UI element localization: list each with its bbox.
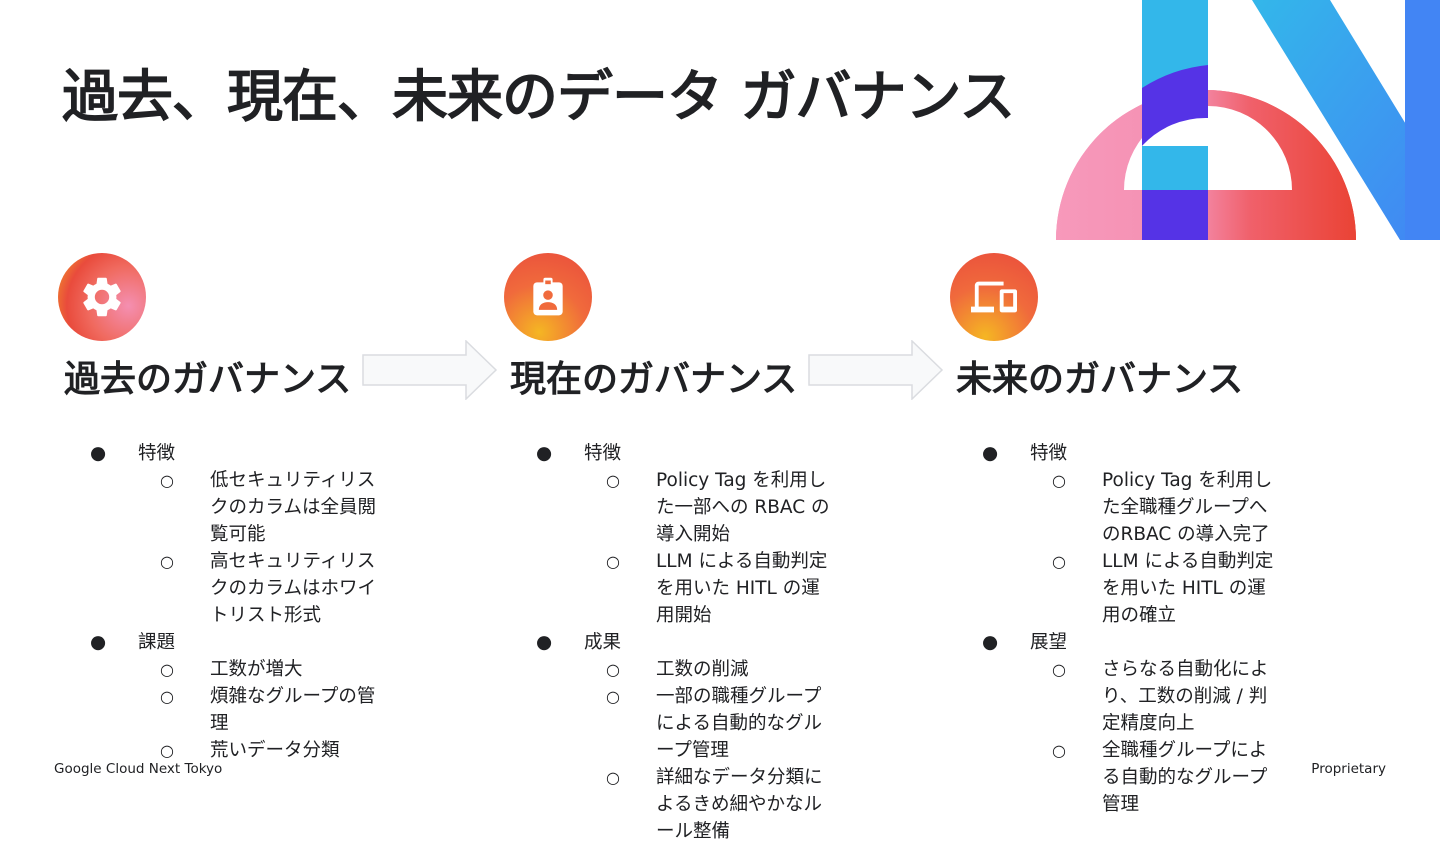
list-item: ○さらなる自動化により、工数の削減 / 判定精度向上: [952, 656, 1282, 737]
list-item: ○LLM による自動判定を用いた HITL の運用の確立: [952, 548, 1282, 629]
bullet-icon: ○: [160, 660, 174, 679]
bullet-icon: ●: [536, 632, 553, 653]
past-icon-circle: [58, 253, 146, 341]
bullet-icon: ○: [606, 660, 620, 679]
footer-event-name: Google Cloud Next Tokyo: [54, 761, 223, 777]
bullet-icon: ●: [536, 443, 553, 464]
list-item: ●特徴: [60, 440, 390, 467]
list-item: ○荒いデータ分類: [60, 737, 390, 764]
list-item: ○工数の削減: [506, 656, 836, 683]
list-item: ○全職種グループによる自動的なグループ管理: [952, 737, 1282, 818]
bullet-icon: ○: [1052, 741, 1066, 760]
arrow-right-icon: [808, 340, 944, 400]
list-item: ○LLM による自動判定を用いた HITL の運用開始: [506, 548, 836, 629]
present-governance-heading: 現在のガバナンス: [510, 359, 798, 400]
gear-icon: [83, 277, 121, 317]
bullet-icon: ○: [606, 552, 620, 571]
bullet-icon: ○: [160, 471, 174, 490]
bullet-icon: ○: [1052, 471, 1066, 490]
bullet-icon: ●: [982, 443, 999, 464]
list-item: ○一部の職種グループによる自動的なグループ管理: [506, 683, 836, 764]
past-governance-list: ●特徴 ○低セキュリティリスクのカラムは全員閲覧可能 ○高セキュリティリスクのカ…: [60, 440, 390, 764]
present-icon-circle: [504, 253, 592, 341]
bullet-icon: ●: [90, 632, 107, 653]
bullet-icon: ○: [606, 471, 620, 490]
list-item: ○詳細なデータ分類によるきめ細やかなルール整備: [506, 764, 836, 845]
bullet-icon: ●: [982, 632, 999, 653]
bullet-icon: ○: [160, 687, 174, 706]
future-governance-heading: 未来のガバナンス: [956, 359, 1244, 400]
badge-person-icon: [533, 277, 563, 316]
slide-title: 過去、現在、未来のデータ ガバナンス: [62, 65, 1015, 130]
list-item: ●課題: [60, 629, 390, 656]
bullet-icon: ○: [1052, 552, 1066, 571]
list-item: ○高セキュリティリスクのカラムはホワイトリスト形式: [60, 548, 390, 629]
present-governance-list: ●特徴 ○Policy Tag を利用した一部への RBAC の導入開始 ○LL…: [506, 440, 836, 845]
footer-proprietary-label: Proprietary: [1311, 761, 1386, 777]
decorative-logo-shapes: [1056, 0, 1440, 240]
list-item: ○Policy Tag を利用した全職種グループへのRBAC の導入完了: [952, 467, 1282, 548]
list-item: ●展望: [952, 629, 1282, 656]
bullet-icon: ○: [160, 741, 174, 760]
list-item: ●成果: [506, 629, 836, 656]
bullet-icon: ○: [160, 552, 174, 571]
list-item: ●特徴: [506, 440, 836, 467]
bullet-icon: ○: [606, 768, 620, 787]
devices-icon: [971, 281, 1017, 313]
bullet-icon: ○: [1052, 660, 1066, 679]
bullet-icon: ●: [90, 443, 107, 464]
list-item: ○工数が増大: [60, 656, 390, 683]
past-governance-heading: 過去のガバナンス: [64, 359, 352, 400]
list-item: ●特徴: [952, 440, 1282, 467]
list-item: ○低セキュリティリスクのカラムは全員閲覧可能: [60, 467, 390, 548]
future-governance-list: ●特徴 ○Policy Tag を利用した全職種グループへのRBAC の導入完了…: [952, 440, 1282, 818]
bullet-icon: ○: [606, 687, 620, 706]
list-item: ○煩雑なグループの管理: [60, 683, 390, 737]
future-icon-circle: [950, 253, 1038, 341]
arrow-right-icon: [362, 340, 498, 400]
list-item: ○Policy Tag を利用した一部への RBAC の導入開始: [506, 467, 836, 548]
